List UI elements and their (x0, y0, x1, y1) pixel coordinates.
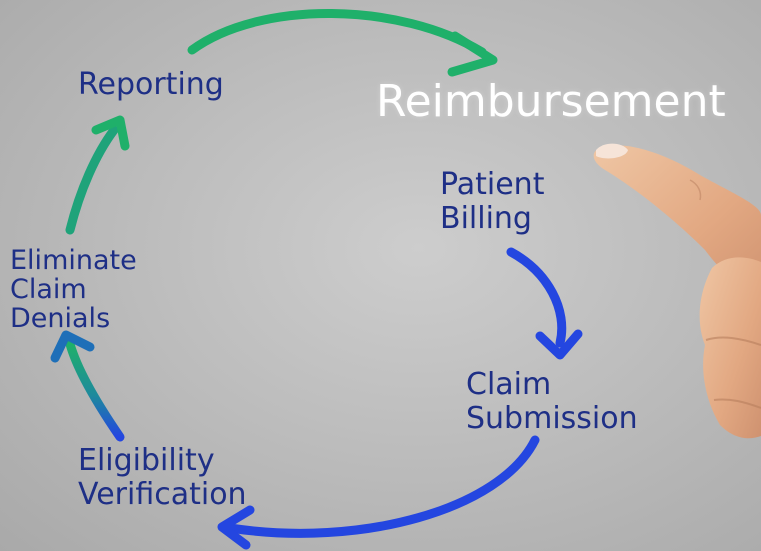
step-reporting: Reporting (78, 68, 224, 102)
reimbursement-label: Reimbursement (376, 76, 726, 127)
step-line: Submission (466, 401, 638, 436)
step-line: Reporting (78, 67, 224, 102)
step-line: Billing (440, 201, 532, 236)
step-line: Verification (78, 477, 247, 512)
step-eliminate-claim-denials: Eliminate Claim Denials (10, 246, 137, 333)
step-line: Denials (10, 303, 111, 334)
step-line: Patient (440, 167, 545, 202)
arrow-billing-to-submission (506, 247, 583, 360)
step-eligibility-verification: Eligibility Verification (78, 444, 247, 512)
step-claim-submission: Claim Submission (466, 368, 638, 436)
step-line: Eligibility (78, 443, 215, 478)
step-line: Claim (466, 367, 552, 402)
arrow-eligibility-to-denials (50, 330, 125, 442)
step-line: Claim (10, 274, 87, 305)
step-patient-billing: Patient Billing (440, 168, 544, 236)
arrow-submission-to-eligibility (217, 435, 540, 550)
arrow-denials-to-reporting (65, 115, 130, 235)
arrow-reporting-to-reimbursement (187, 9, 498, 77)
step-line: Eliminate (10, 245, 137, 276)
